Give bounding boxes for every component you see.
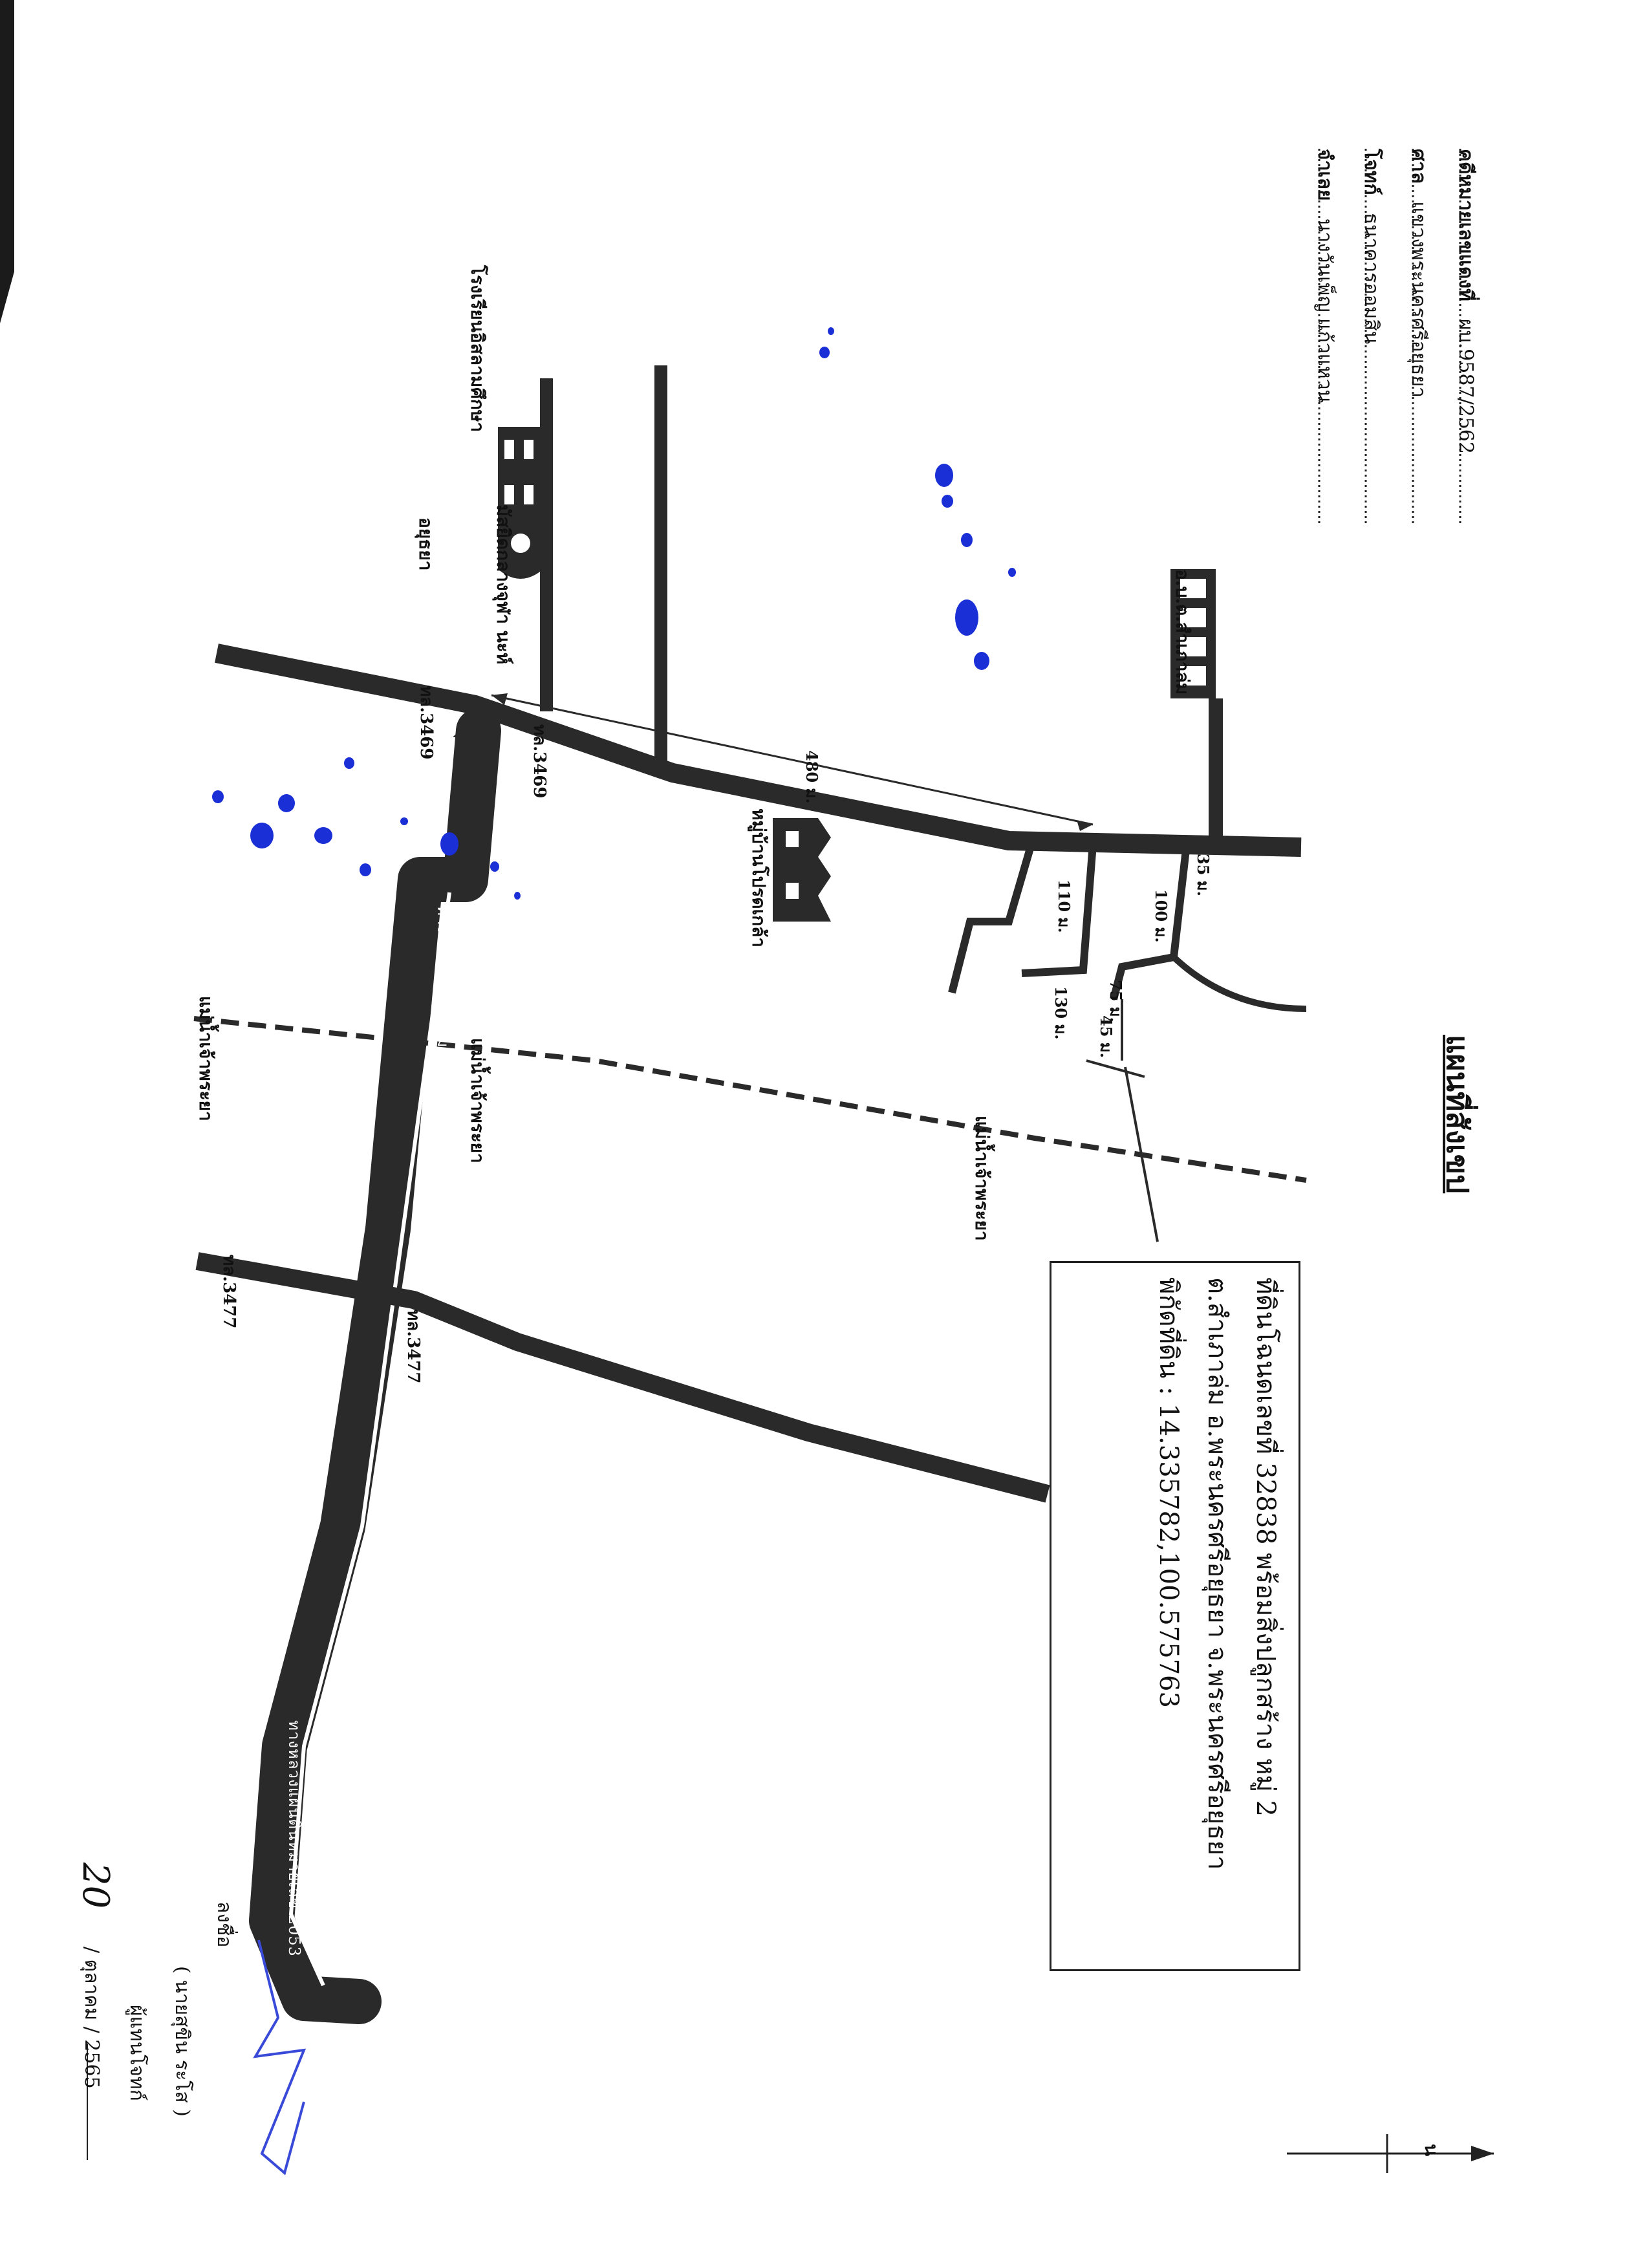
north-arrow (1287, 2134, 1494, 2173)
defendant-row: จำเลย นางวันเพ็ญ แก้วแหวน (1310, 149, 1340, 403)
map-title: แผนที่สังเขป (1440, 1035, 1475, 1194)
river-label-a: แม่น้ำเจ้าพระยา (195, 996, 217, 1121)
school-icon (498, 427, 543, 524)
road-3469 (215, 643, 1302, 857)
highway-2053-label-a: ทางหลวงแผ่นดินหมายเลข 2053 (434, 905, 452, 1142)
defendant-label: จำเลย (1313, 149, 1336, 201)
highway-2053-upper (453, 724, 498, 737)
road-3477-label-a: ทล.3477 (219, 1255, 239, 1329)
date-day: 20 (74, 1863, 116, 1909)
river-label-b: แม่น้ำเจ้าพระยา (467, 1038, 488, 1163)
school-label: โรงเรียนอิสลามศึกษา (467, 265, 488, 433)
lane-3 (1110, 843, 1191, 1000)
blue-ink-marks (212, 327, 1016, 900)
sao-building-icon (1170, 569, 1216, 698)
road-3469-label-b: ทล.3469 (530, 724, 549, 799)
lane-4 (1171, 955, 1307, 1012)
distance-480: 480 ม. (803, 750, 821, 804)
court-label: ศาล (1407, 149, 1430, 184)
distance-110: 110 ม. (1055, 880, 1073, 933)
permit-value: ผบ.9587/2562 (1454, 319, 1477, 454)
road-3469-label-a: ทล.3469 (416, 686, 436, 760)
plaintiff-label: โจทก์ (1360, 149, 1383, 195)
river-label-c: แม่น้ำเจ้าพระยา (971, 1116, 993, 1241)
mosque-icon (498, 517, 543, 579)
distance-100: 100 ม. (1152, 889, 1170, 943)
scan-edge (0, 0, 14, 323)
lane-1 (948, 843, 1035, 994)
distance-35: 35 ม. (1194, 854, 1212, 896)
distance-130: 130 ม. (1051, 986, 1070, 1040)
date-rest: / ตุลาคม / 2565 (80, 1947, 103, 2089)
highway-2053-inner (288, 892, 451, 1987)
plaintiff-value: ธนาคารออมสิน (1360, 212, 1383, 345)
highway-2053-label-b: ทางหลวงแผ่นดินหมายเลข 2053 (285, 1720, 303, 1957)
permit-number-row: คดีหมายเลขแดงที่ ผบ.9587/2562 (1450, 149, 1481, 454)
signature-scribble (253, 1939, 307, 2176)
defendant-value: นางวันเพ็ญ แก้วแหวน (1313, 218, 1336, 404)
signature-label: ลงชื่อ (213, 1901, 235, 1948)
north-symbol: น (1421, 2144, 1442, 2157)
road-3477-label-b: ทล.3477 (404, 1310, 423, 1384)
village-label: หมู่บ้านโปรดเกล้า (748, 808, 770, 947)
ayutthaya-label: อยุธยา (415, 517, 436, 571)
village-icon (773, 818, 831, 922)
plot-info-box (1050, 1261, 1300, 1971)
court-value: แขวงพระนครศรีอยุธยา (1407, 201, 1430, 398)
mosque-label: มัสยิดกลางจุฬา นะห์ (493, 504, 514, 665)
signer-role: ผู้แทนโจทก์ (125, 2005, 148, 2101)
chao-phraya-river (193, 1016, 1307, 1183)
sao-label: อ.บ.ต.สำเภาล่ม (1172, 569, 1193, 695)
road-3477 (195, 1252, 1050, 1503)
plaintiff-row: โจทก์ ธนาคารออมสิน (1356, 149, 1386, 344)
distance-45: 45 ม. (1097, 1015, 1116, 1058)
plot-info-line-3: พิกัดที่ดิน : 14.335782,100.575763 (1154, 1277, 1183, 1708)
signer-name: ( นายสุขิน ระโส ) (171, 1966, 193, 2117)
plot-info-line-1: ที่ดินโฉนดเลขที่ 32838 พร้อมสิ่งปลูกสร้า… (1251, 1277, 1280, 1817)
highway-2053-outer (249, 708, 501, 2024)
distance-arrow-480 (491, 694, 1094, 826)
permit-label: คดีหมายเลขแดงที่ (1454, 149, 1477, 301)
court-row: ศาล แขวงพระนครศรีอยุธยา (1403, 149, 1434, 398)
plot-info-line-2: ต.สำเภาล่ม อ.พระนครศรีอยุธยา จ.พระนครศรี… (1202, 1277, 1232, 1870)
lane-2 (1021, 843, 1097, 977)
